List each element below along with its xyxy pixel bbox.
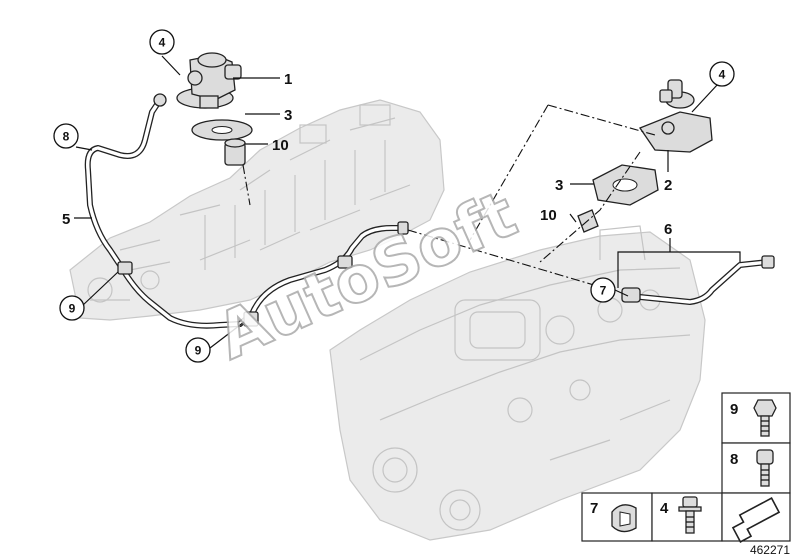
- hex-bolt-icon: [753, 399, 777, 437]
- leader-lines: [74, 55, 741, 349]
- socket-bolt-icon: [756, 449, 774, 487]
- callout-4-right: 4: [709, 61, 735, 87]
- callout-2-text: 2: [664, 177, 672, 194]
- callout-9-center-text: 9: [195, 344, 202, 358]
- clip-icon: [611, 504, 637, 533]
- callout-5: 5: [62, 211, 70, 228]
- legend-9-label: 9: [730, 401, 738, 418]
- image-code: 462271: [750, 543, 790, 557]
- arrow-icon: [731, 497, 781, 543]
- fuel-line-center: [237, 221, 409, 327]
- callout-4-left: 4: [149, 29, 175, 55]
- high-pressure-pump-right: [639, 79, 713, 153]
- flange-bolt-icon: [678, 496, 702, 534]
- callout-9-center: 9: [185, 337, 211, 363]
- high-pressure-pump-left: [176, 52, 242, 109]
- legend-item-8: 8: [721, 442, 791, 494]
- callout-10-left: 10: [272, 137, 289, 154]
- callout-7-text: 7: [600, 284, 607, 298]
- fuel-line-5: [84, 93, 243, 329]
- gasket-3-right: [592, 164, 659, 206]
- callout-4-left-text: 4: [159, 36, 166, 50]
- callout-3-right-text: 3: [555, 177, 563, 194]
- legend-7-label: 7: [590, 500, 598, 517]
- callout-6-text: 6: [664, 221, 672, 238]
- callout-3-left: 3: [284, 107, 292, 124]
- left-engine-cover-background: [69, 99, 445, 321]
- callout-2: 2: [664, 177, 672, 194]
- legend-item-9: 9: [721, 392, 791, 444]
- callout-1: 1: [284, 71, 292, 88]
- legend-item-4: 4: [651, 492, 723, 542]
- callout-8: 8: [53, 123, 79, 149]
- legend-4-label: 4: [660, 500, 669, 517]
- gasket-3-left: [191, 119, 253, 141]
- callout-3-right: 3: [555, 177, 563, 194]
- callout-6: 6: [664, 221, 672, 238]
- fuel-line-6: [621, 255, 775, 305]
- legend-item-7: 7: [581, 492, 653, 542]
- callout-8-text: 8: [63, 130, 70, 144]
- callout-4-right-text: 4: [719, 68, 726, 82]
- callout-10-left-text: 10: [272, 137, 289, 154]
- callout-10-right: 10: [540, 207, 557, 224]
- callout-3-left-text: 3: [284, 107, 292, 124]
- legend-navigation: [721, 492, 791, 543]
- alignment-lines: [242, 104, 656, 289]
- legend-8-label: 8: [730, 451, 738, 468]
- tappet-10-left: [224, 138, 246, 166]
- callout-5-text: 5: [62, 211, 70, 228]
- callout-9-left: 9: [59, 295, 85, 321]
- callout-1-text: 1: [284, 71, 292, 88]
- callout-9-left-text: 9: [69, 302, 76, 316]
- right-cylinder-head-background: [329, 225, 706, 541]
- callout-7: 7: [590, 277, 616, 303]
- callout-10-right-text: 10: [540, 207, 557, 224]
